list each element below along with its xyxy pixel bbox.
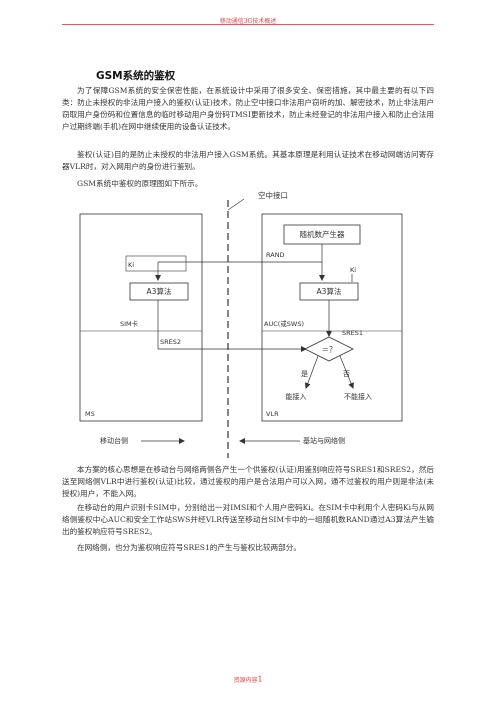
vlr-label: VLR [266,410,279,418]
network-side-label: 基站与网络侧 [303,436,345,445]
allow-label: 能接入 [286,392,307,401]
ms-box [79,213,203,422]
header-rule [62,24,434,25]
sres1-label: SRES1 [342,329,363,337]
vlr-box [261,213,403,422]
mobile-side-label: 移动台侧 [100,436,128,445]
page-title: GSM系统的鉴权 [96,70,176,82]
no-branch-arrow [339,355,354,389]
page-number: 1 [257,675,263,684]
a3-left-box [129,282,189,301]
page-footer: 资源内容1 [0,675,496,684]
ki-left-label: Ki [128,261,134,269]
deny-label: 不能接入 [344,392,372,401]
ki-left-box [125,255,187,272]
yes-branch-arrow [304,355,319,389]
paragraph-intro: 为了保障GSM系统的安全保密性能，在系统设计中采用了很多安全、保密措施，其中最主… [62,86,434,131]
paragraph-core-idea: 本方案的核心思想是在移动台与网络两侧各产生一个供鉴权(认证)用鉴别响应符号SRE… [62,465,434,498]
compare-diamond [304,336,354,362]
page-header: 移动通信3G技术概述 [219,18,277,25]
a3-left-label: A3算法 [147,286,172,296]
sres2-label: SRES2 [160,338,181,346]
a3-right-label: A3算法 [317,286,342,296]
paragraph-sim-side: 在移动台的用户识别卡SIM中，分别给出一对IMSI和个人用户密码Ki。在SIM卡… [62,503,434,536]
sim-card-label: SIM卡 [120,319,139,328]
air-interface-label: 空中接口 [258,190,288,200]
paragraph-purpose: 鉴权(认证)目的是防止未授权的非法用户接入GSM系统。其基本原理是利用认证技术在… [62,150,434,171]
air-interface-pointer [227,198,245,211]
rand-label: RAND [266,251,285,259]
compare-label: ＝？ [322,345,337,354]
paragraph-diagram-intro: GSM系统中鉴权的原理图如下所示。 [77,179,203,188]
footer-label: 资源内容 [233,677,258,684]
ki-right-label: Ki [350,266,356,274]
yes-label: 是 [301,370,308,378]
ms-label: MS [85,410,95,418]
no-label: 否 [343,370,350,378]
paragraph-network-side: 在网络侧，也分为鉴权响应符号SRES1的产生与鉴权比较两部分。 [77,543,301,552]
rng-label: 随机数产生器 [300,229,345,239]
auc-label: AUC(或SWS) [264,319,304,328]
